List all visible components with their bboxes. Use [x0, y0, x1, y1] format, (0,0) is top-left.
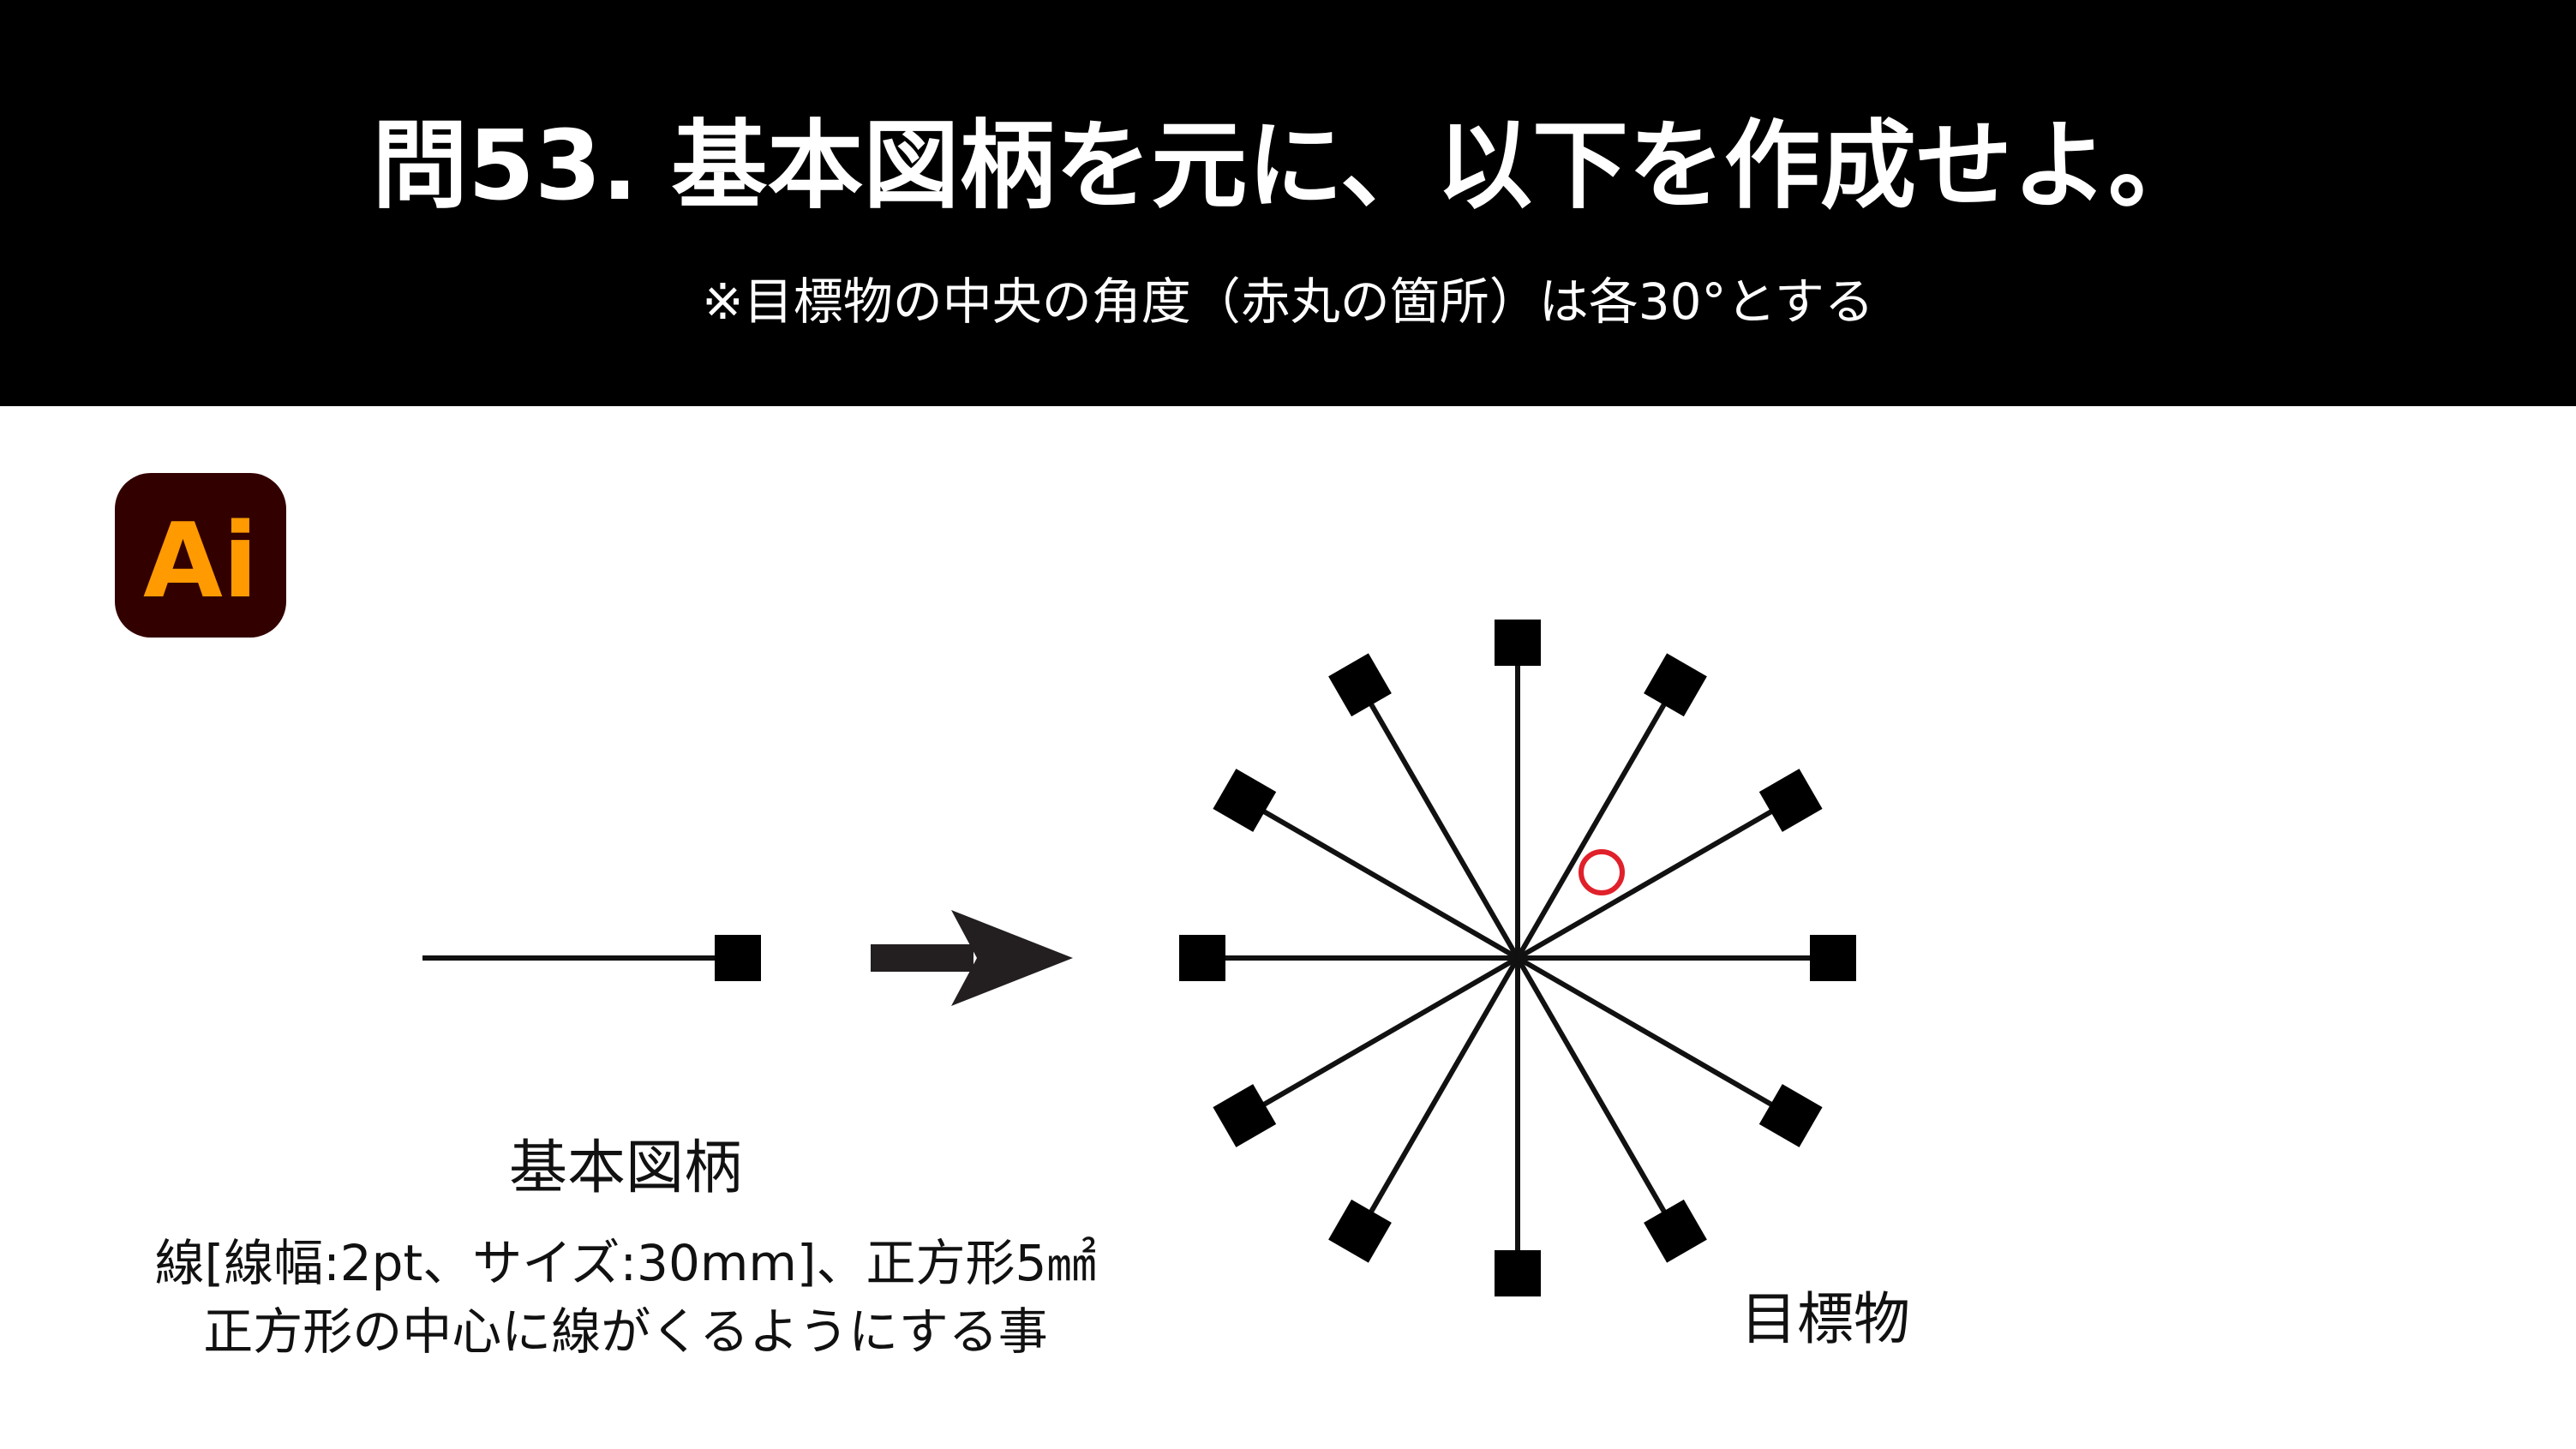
basic-figure-label: 基本図柄	[509, 1135, 742, 1202]
illustrator-logo-icon: Ai	[115, 473, 286, 638]
header-band	[0, 0, 2576, 406]
target-label: 目標物	[1740, 1286, 1910, 1352]
spoke-line	[1243, 798, 1519, 961]
right-arrow-icon	[871, 910, 1073, 1006]
spoke-square	[1213, 769, 1277, 832]
spoke	[1179, 935, 1518, 981]
spoke-square	[1328, 653, 1392, 717]
spoke	[1515, 956, 1707, 1263]
spoke	[1213, 955, 1519, 1147]
spoke-square	[1644, 653, 1707, 717]
spoke-line	[1515, 956, 1678, 1233]
spoke-line	[1515, 683, 1678, 960]
question-title: 問53. 基本図柄を元に、以下を作成せよ。	[372, 111, 2204, 222]
spoke-line	[1516, 955, 1793, 1118]
spoke-square	[1179, 935, 1225, 981]
spoke-square	[1328, 1199, 1392, 1263]
spoke	[1516, 955, 1823, 1147]
spoke	[1515, 653, 1707, 960]
spoke-line	[1516, 798, 1793, 961]
spoke-square	[1810, 935, 1856, 981]
target-figure	[1179, 620, 1856, 1296]
basic-square	[715, 935, 761, 981]
spoke-square	[1758, 769, 1823, 832]
svg-text:Ai: Ai	[143, 502, 258, 621]
spoke	[1495, 620, 1541, 958]
spoke-line	[1243, 955, 1519, 1118]
spoke	[1495, 958, 1541, 1296]
spoke	[1328, 956, 1520, 1263]
basic-figure	[422, 935, 761, 981]
spoke-square	[1758, 1084, 1823, 1147]
spoke	[1328, 653, 1520, 960]
spoke	[1516, 769, 1823, 961]
spoke-square	[1213, 1084, 1277, 1147]
spoke-square	[1644, 1199, 1707, 1263]
angle-note: ※目標物の中央の角度（赤丸の箇所）は各30°とする	[702, 272, 1874, 331]
angle-marker-circle	[1579, 849, 1625, 895]
spoke	[1518, 935, 1856, 981]
basic-figure-spec-2: 正方形の中心に線がくるようにする事	[203, 1302, 1047, 1361]
spoke-line	[1357, 683, 1520, 960]
spoke-square	[1495, 620, 1541, 666]
basic-figure-spec-1: 線[線幅:2pt、サイズ:30mm]、正方形5㎟	[155, 1234, 1097, 1292]
spoke-line	[1357, 956, 1520, 1233]
spoke	[1213, 769, 1519, 961]
spoke-square	[1495, 1250, 1541, 1296]
